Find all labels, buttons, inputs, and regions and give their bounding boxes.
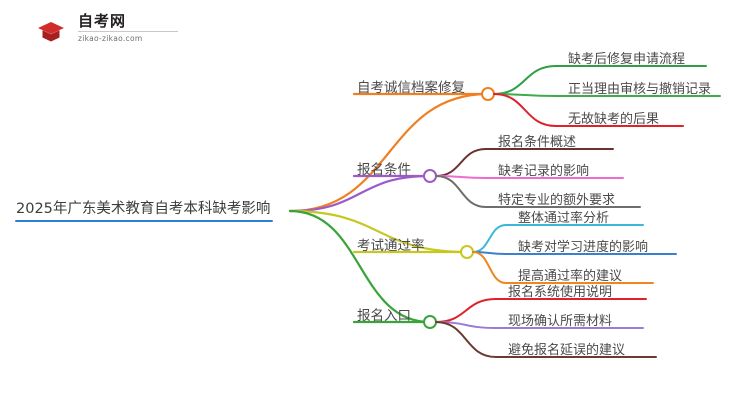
leaf-label-2-0: 整体通过率分析 — [518, 211, 610, 226]
branch-node-2[interactable] — [460, 245, 474, 259]
leaf-connector-2-0 — [472, 224, 507, 253]
branch-connector-0 — [288, 92, 490, 213]
branch-label-3: 报名入口 — [357, 308, 411, 324]
branch-node-3[interactable] — [423, 315, 437, 329]
branch-label-1: 报名条件 — [357, 162, 411, 178]
leaf-label-2-2: 提高通过率的建议 — [518, 269, 623, 284]
leaf-connector-1-2 — [435, 175, 487, 208]
root-topic-label: 2025年广东美术教育自考本科缺考影响 — [16, 201, 271, 217]
site-logo: 自考网 zikao-zikao.com — [28, 10, 178, 52]
branch-connector-3 — [288, 209, 432, 324]
leaf-label-3-2: 避免报名延误的建议 — [508, 343, 626, 358]
leaf-connector-0-2 — [493, 93, 557, 127]
leaf-label-0-2: 无故缺考的后果 — [568, 112, 660, 127]
leaf-connector-3-0 — [435, 298, 497, 323]
branch-label-0: 自考诚信档案修复 — [357, 80, 465, 96]
leaf-connector-3-2 — [435, 321, 497, 358]
leaf-label-3-0: 报名系统使用说明 — [508, 285, 613, 300]
leaf-label-0-0: 缺考后修复申请流程 — [568, 52, 686, 67]
branch-label-2: 考试通过率 — [357, 238, 425, 254]
leaf-label-1-1: 缺考记录的影响 — [498, 164, 590, 179]
branch-node-0[interactable] — [481, 87, 495, 101]
graduation-cap-logo-icon — [28, 12, 72, 50]
leaf-connector-1-0 — [435, 148, 487, 177]
leaf-label-2-1: 缺考对学习进度的影响 — [518, 240, 649, 255]
leaf-label-1-2: 特定专业的额外要求 — [498, 193, 616, 208]
branch-connector-2 — [288, 209, 469, 254]
logo-title: 自考网 — [78, 12, 178, 32]
leaf-label-1-0: 报名条件概述 — [498, 135, 577, 150]
leaf-label-0-1: 正当理由审核与撤销记录 — [568, 82, 712, 97]
logo-text: 自考网 zikao-zikao.com — [78, 12, 178, 43]
branch-connector-1 — [288, 174, 432, 213]
leaf-label-3-1: 现场确认所需材料 — [508, 314, 613, 329]
logo-subtitle: zikao-zikao.com — [78, 34, 143, 43]
leaf-connector-2-2 — [472, 251, 507, 284]
leaf-connector-0-0 — [493, 65, 557, 95]
branch-node-1[interactable] — [423, 169, 437, 183]
